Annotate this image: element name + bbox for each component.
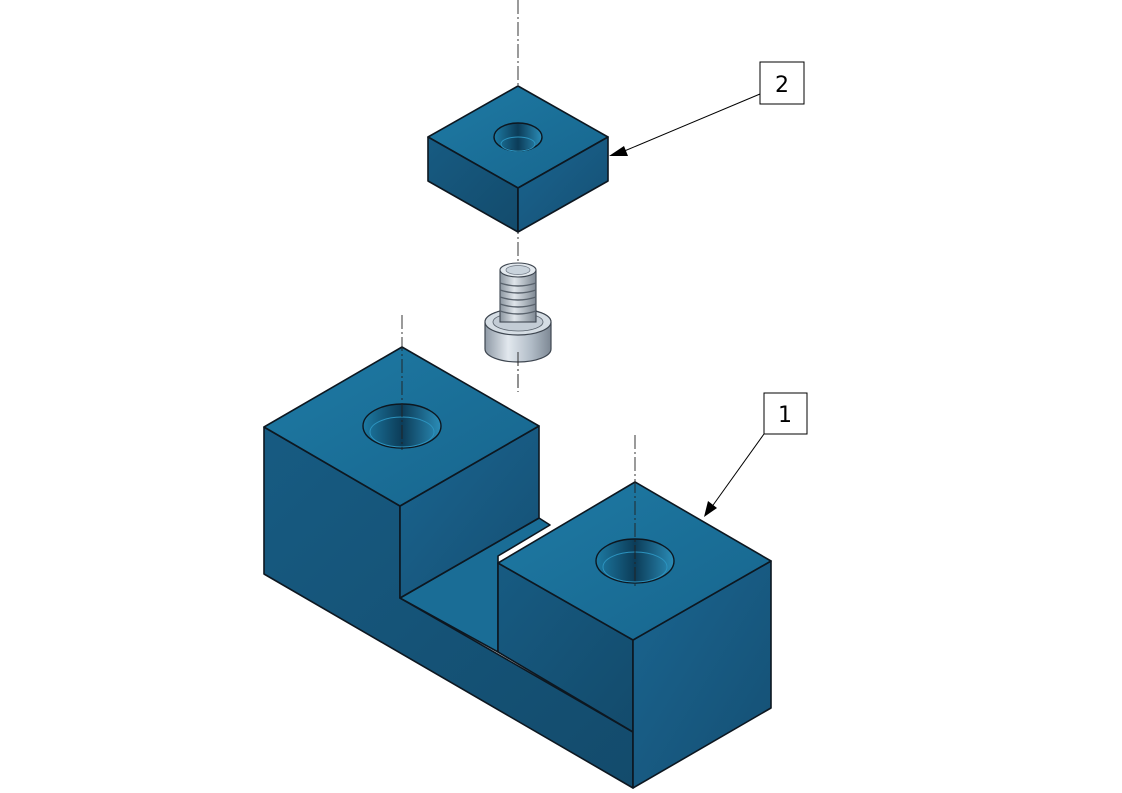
part-1-hole-right — [595, 538, 675, 584]
balloon-2-box — [759, 61, 805, 105]
balloon-1-label: 1 — [778, 403, 792, 428]
screw-thread-lines — [499, 282, 537, 315]
screw-tip-chamfer — [505, 265, 531, 275]
leader-arrow-2 — [609, 146, 628, 156]
balloon-2-label: 2 — [775, 73, 789, 98]
leader-line-1 — [710, 433, 765, 509]
balloon-1-box — [763, 392, 808, 435]
part-2-right-face — [517, 136, 609, 233]
part-2-block — [427, 85, 609, 233]
balloon-2: 2 — [609, 61, 805, 156]
leader-arrow-1 — [704, 501, 717, 517]
balloon-1: 1 — [704, 392, 808, 517]
screw — [484, 262, 552, 363]
part-2-hole-bottom — [500, 136, 536, 152]
part-1-base — [263, 346, 772, 789]
leader-line-2 — [621, 93, 761, 153]
